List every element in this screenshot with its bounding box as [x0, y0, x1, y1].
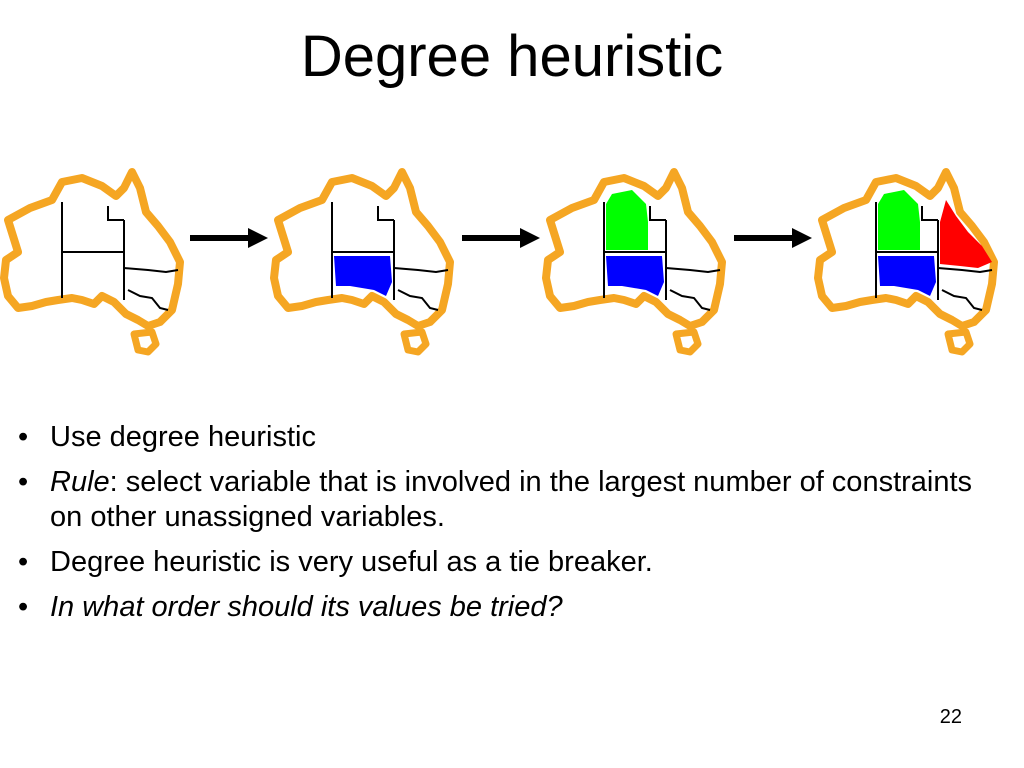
australia-map-step-2: [274, 172, 450, 352]
bullet-item: • Use degree heuristic: [18, 420, 978, 455]
slide-title: Degree heuristic: [300, 24, 724, 89]
bullet-marker: •: [18, 421, 29, 453]
arrow-right-icon: [462, 228, 540, 248]
bullet-text: Use degree heuristic: [50, 421, 316, 453]
australia-map-step-1: [4, 172, 180, 352]
bullet-item: • Rule: select variable that is involved…: [18, 465, 978, 535]
bullet-marker: •: [18, 591, 29, 623]
bullet-marker: •: [18, 546, 29, 578]
page-number: 22: [939, 706, 962, 728]
arrow-right-icon: [734, 228, 812, 248]
australia-map-sequence: [0, 150, 1024, 360]
bullet-text: : select variable that is involved in th…: [50, 466, 973, 533]
bullet-question: In what order should its values be tried…: [50, 591, 563, 623]
bullet-marker: •: [18, 466, 29, 498]
bullet-rule-term: Rule: [50, 466, 110, 498]
bullet-item: • In what order should its values be tri…: [18, 590, 978, 625]
bullet-text: Degree heuristic is very useful as a tie…: [50, 546, 653, 578]
region-red: [940, 200, 992, 268]
arrow-right-icon: [190, 228, 268, 248]
bullet-item: • Degree heuristic is very useful as a t…: [18, 545, 978, 580]
bullet-list: • Use degree heuristic • Rule: select va…: [18, 420, 978, 635]
australia-map-step-3: [546, 172, 722, 352]
australia-map-step-4: [818, 172, 994, 352]
